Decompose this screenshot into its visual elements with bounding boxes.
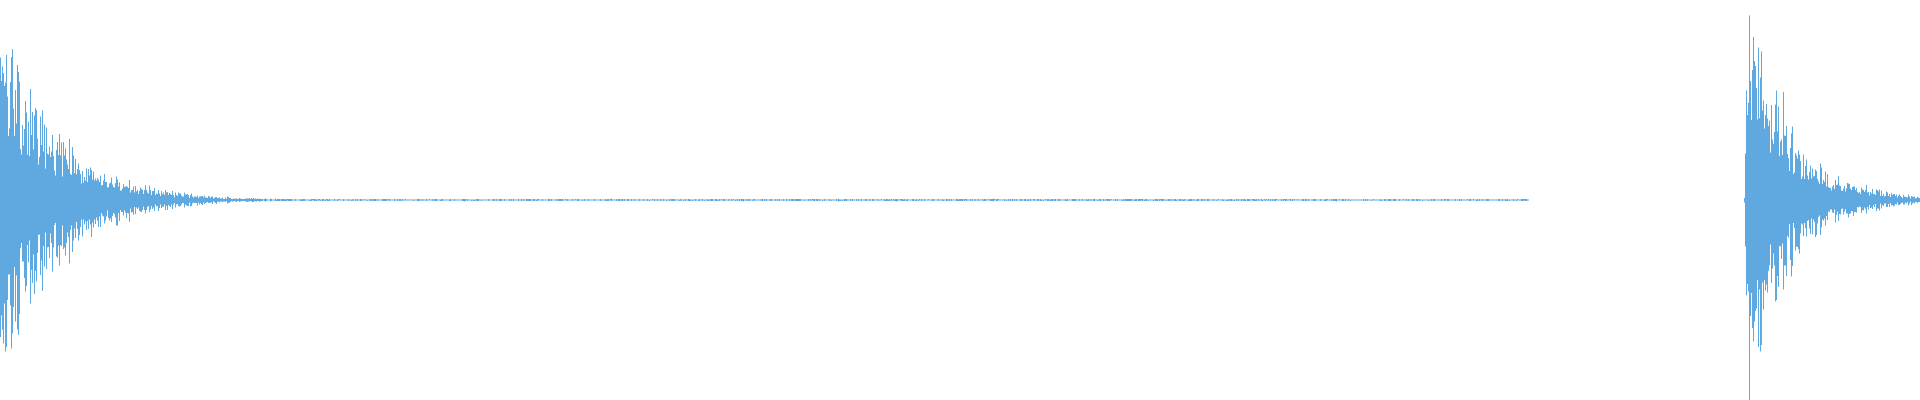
waveform-trace [0, 15, 1920, 400]
waveform-path [0, 15, 1920, 400]
